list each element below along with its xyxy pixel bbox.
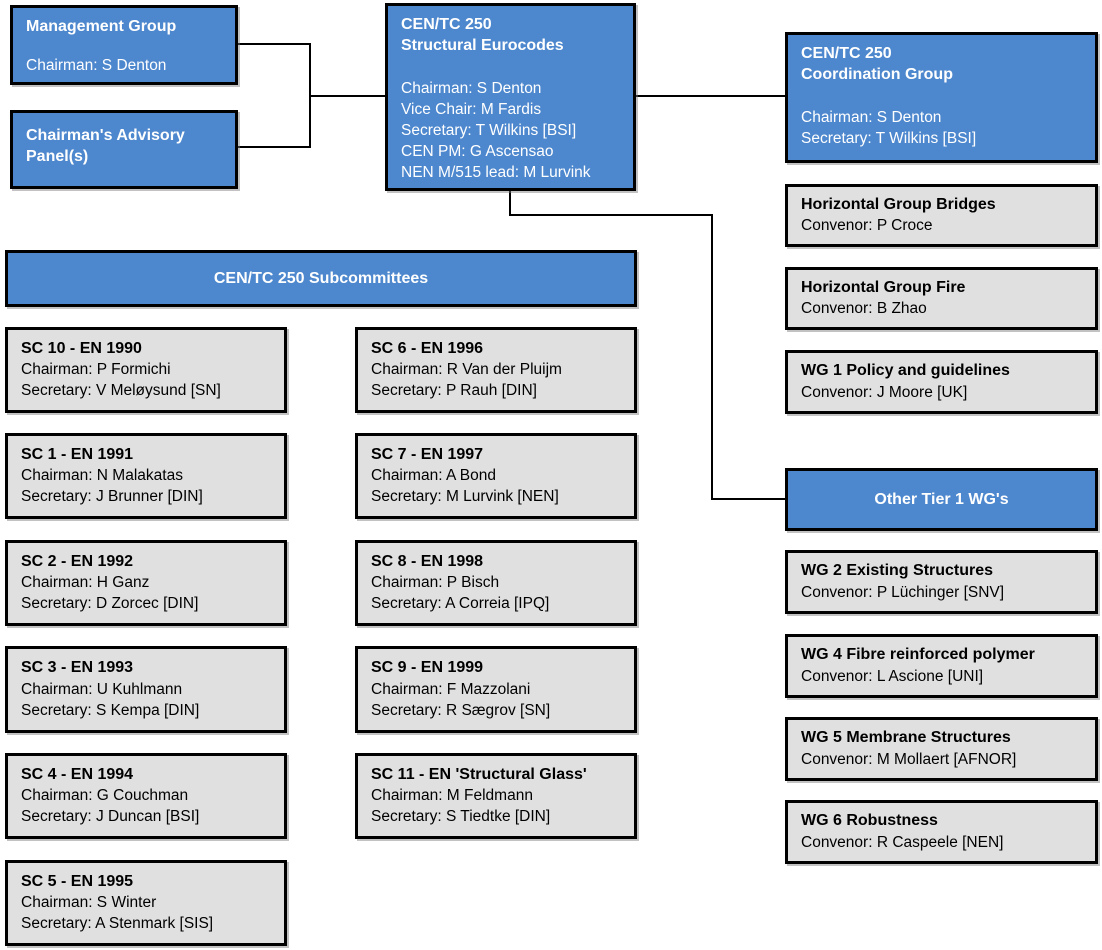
hg-bridges-title: Horizontal Group Bridges xyxy=(801,195,996,213)
sc8-chairman: Chairman: P Bisch xyxy=(371,574,500,592)
sc1-secretary: Secretary: J Brunner [DIN] xyxy=(21,488,203,506)
sc10-secretary: Secretary: V Meløysund [SN] xyxy=(21,382,221,400)
hg-fire-box: Horizontal Group Fire Convenor: B Zhao xyxy=(785,267,1098,330)
wg4-title: WG 4 Fibre reinforced polymer xyxy=(801,646,1035,664)
wg1-convenor: Convenor: J Moore [UK] xyxy=(801,383,968,401)
sc9-chairman: Chairman: F Mazzolani xyxy=(371,680,531,698)
tc250-secretary: Secretary: T Wilkins [BSI] xyxy=(401,121,577,139)
sc6-title: SC 6 - EN 1996 xyxy=(371,339,484,357)
sc6-secretary: Secretary: P Rauh [DIN] xyxy=(371,382,537,400)
sc10-title: SC 10 - EN 1990 xyxy=(21,339,142,357)
wg6-convenor: Convenor: R Caspeele [NEN] xyxy=(801,833,1004,851)
wg5-box: WG 5 Membrane Structures Convenor: M Mol… xyxy=(785,717,1098,781)
wg6-box: WG 6 Robustness Convenor: R Caspeele [NE… xyxy=(785,800,1098,864)
sc11-box: SC 11 - EN 'Structural Glass' Chairman: … xyxy=(355,753,637,839)
connector-tc250-to-coordination xyxy=(636,95,785,97)
tc250-vice-chair: Vice Chair: M Fardis xyxy=(401,100,542,118)
wg2-convenor: Convenor: P Lüchinger [SNV] xyxy=(801,583,1005,601)
wg5-convenor: Convenor: M Mollaert [AFNOR] xyxy=(801,750,1017,768)
sc4-secretary: Secretary: J Duncan [BSI] xyxy=(21,808,200,826)
sc5-box: SC 5 - EN 1995 Chairman: S Winter Secret… xyxy=(5,860,287,946)
sc7-box: SC 7 - EN 1997 Chairman: A Bond Secretar… xyxy=(355,433,637,519)
sc2-box: SC 2 - EN 1992 Chairman: H Ganz Secretar… xyxy=(5,540,287,626)
sc2-secretary: Secretary: D Zorcec [DIN] xyxy=(21,595,199,613)
connector-advisory-to-trunk xyxy=(237,146,311,148)
coordination-title-line2: Coordination Group xyxy=(801,65,953,83)
sc4-chairman: Chairman: G Couchman xyxy=(21,787,189,805)
tc250-spacer xyxy=(401,57,620,78)
sc3-secretary: Secretary: S Kempa [DIN] xyxy=(21,701,200,719)
management-group-chairman: Chairman: S Denton xyxy=(26,56,167,74)
sc7-secretary: Secretary: M Lurvink [NEN] xyxy=(371,488,559,506)
coordination-chairman: Chairman: S Denton xyxy=(801,108,942,126)
wg4-convenor: Convenor: L Ascione [UNI] xyxy=(801,667,984,685)
sc11-title: SC 11 - EN 'Structural Glass' xyxy=(371,765,587,783)
subcommittees-banner-label: CEN/TC 250 Subcommittees xyxy=(213,269,429,287)
management-group-box: Management Group Chairman: S Denton xyxy=(10,5,238,85)
wg1-title: WG 1 Policy and guidelines xyxy=(801,362,1010,380)
sc9-secretary: Secretary: R Sægrov [SN] xyxy=(371,701,551,719)
sc7-title: SC 7 - EN 1997 xyxy=(371,445,484,463)
sc10-box: SC 10 - EN 1990 Chairman: P Formichi Sec… xyxy=(5,327,287,413)
sc4-title: SC 4 - EN 1994 xyxy=(21,765,134,783)
sc10-chairman: Chairman: P Formichi xyxy=(21,361,171,379)
sc8-secretary: Secretary: A Correia [IPQ] xyxy=(371,595,550,613)
hg-fire-convenor: Convenor: B Zhao xyxy=(801,300,927,318)
coordination-title-line1: CEN/TC 250 xyxy=(801,45,892,62)
wg2-title: WG 2 Existing Structures xyxy=(801,562,994,580)
tc250-nen-lead: NEN M/515 lead: M Lurvink xyxy=(401,163,591,181)
tc250-chairman: Chairman: S Denton xyxy=(401,79,542,97)
connector-horizontal-mid xyxy=(509,214,713,216)
hg-bridges-convenor: Convenor: P Croce xyxy=(801,217,933,235)
sc7-chairman: Chairman: A Bond xyxy=(371,467,496,485)
sc1-title: SC 1 - EN 1991 xyxy=(21,445,134,463)
sc8-title: SC 8 - EN 1998 xyxy=(371,552,484,570)
management-group-title: Management Group xyxy=(26,18,177,35)
tc250-box: CEN/TC 250 Structural Eurocodes Chairman… xyxy=(385,3,636,191)
tc250-title-line2: Structural Eurocodes xyxy=(401,36,564,54)
wg5-title: WG 5 Membrane Structures xyxy=(801,729,1011,747)
sc11-secretary: Secretary: S Tiedtke [DIN] xyxy=(371,808,551,826)
sc5-title: SC 5 - EN 1995 xyxy=(21,872,134,890)
hg-bridges-box: Horizontal Group Bridges Convenor: P Cro… xyxy=(785,184,1098,247)
other-tier1-banner-label: Other Tier 1 WG's xyxy=(874,490,1009,508)
advisory-panel-box: Chairman's Advisory Panel(s) xyxy=(10,110,238,189)
sc2-chairman: Chairman: H Ganz xyxy=(21,574,150,592)
connector-management-to-trunk xyxy=(237,43,311,45)
sc2-title: SC 2 - EN 1992 xyxy=(21,552,134,570)
sc1-chairman: Chairman: N Malakatas xyxy=(21,467,183,485)
advisory-panel-title: Chairman's Advisory Panel(s) xyxy=(26,127,185,165)
sc4-box: SC 4 - EN 1994 Chairman: G Couchman Secr… xyxy=(5,753,287,839)
sc6-box: SC 6 - EN 1996 Chairman: R Van der Pluij… xyxy=(355,327,637,413)
wg2-box: WG 2 Existing Structures Convenor: P Lüc… xyxy=(785,550,1098,614)
wg4-box: WG 4 Fibre reinforced polymer Convenor: … xyxy=(785,634,1098,698)
subcommittees-banner: CEN/TC 250 Subcommittees xyxy=(5,250,637,307)
connector-to-other-tier1 xyxy=(711,498,785,500)
sc1-box: SC 1 - EN 1991 Chairman: N Malakatas Sec… xyxy=(5,433,287,519)
tc250-cen-pm: CEN PM: G Ascensao xyxy=(401,142,554,160)
connector-tc250-down xyxy=(509,190,511,216)
sc3-box: SC 3 - EN 1993 Chairman: U Kuhlmann Secr… xyxy=(5,646,287,733)
connector-right-trunk xyxy=(711,214,713,500)
coordination-group-box: CEN/TC 250 Coordination Group Chairman: … xyxy=(785,32,1098,163)
connector-trunk-to-tc250 xyxy=(309,95,385,97)
wg6-title: WG 6 Robustness xyxy=(801,812,938,830)
tc250-title-line1: CEN/TC 250 xyxy=(401,16,492,33)
sc6-chairman: Chairman: R Van der Pluijm xyxy=(371,361,562,379)
wg1-box: WG 1 Policy and guidelines Convenor: J M… xyxy=(785,350,1098,414)
hg-fire-title: Horizontal Group Fire xyxy=(801,278,966,296)
other-tier1-banner: Other Tier 1 WG's xyxy=(785,468,1098,531)
sc5-secretary: Secretary: A Stenmark [SIS] xyxy=(21,915,214,933)
sc5-chairman: Chairman: S Winter xyxy=(21,894,157,912)
sc3-title: SC 3 - EN 1993 xyxy=(21,659,134,677)
coordination-spacer xyxy=(801,86,1082,107)
sc3-chairman: Chairman: U Kuhlmann xyxy=(21,680,183,698)
sc9-title: SC 9 - EN 1999 xyxy=(371,659,484,677)
sc11-chairman: Chairman: M Feldmann xyxy=(371,787,533,805)
coordination-secretary: Secretary: T Wilkins [BSI] xyxy=(801,129,977,147)
sc8-box: SC 8 - EN 1998 Chairman: P Bisch Secreta… xyxy=(355,540,637,626)
sc9-box: SC 9 - EN 1999 Chairman: F Mazzolani Sec… xyxy=(355,646,637,733)
